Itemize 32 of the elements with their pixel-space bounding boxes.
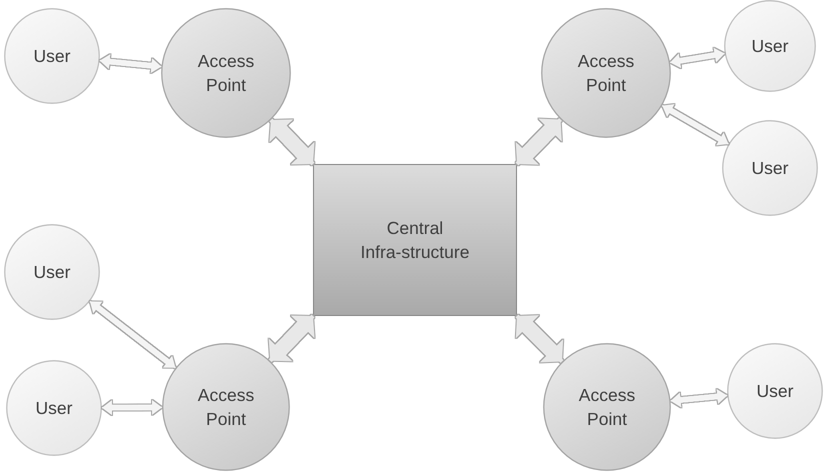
circle-node: [6, 360, 102, 456]
double-arrow: [268, 314, 314, 362]
double-arrow: [670, 48, 725, 68]
double-arrow: [516, 314, 564, 363]
double-arrow: [670, 389, 728, 408]
node-label: Access Point: [576, 50, 636, 97]
rectangle-node: [313, 164, 517, 316]
node-label: User: [750, 157, 790, 180]
circle-node: [541, 8, 671, 138]
node-label: User: [34, 397, 74, 420]
circle-node: [4, 224, 100, 320]
double-arrow: [100, 54, 162, 73]
node-label: User: [32, 45, 72, 68]
node-label: User: [756, 380, 794, 403]
circle-node: [727, 343, 823, 439]
node-label: Access Point: [196, 50, 256, 97]
node-label: User: [750, 35, 790, 58]
double-arrow: [89, 300, 176, 368]
circle-node: [724, 0, 816, 92]
node-label: Central Infra-structure: [360, 217, 470, 264]
node-label: Access Point: [578, 384, 636, 431]
circle-node: [4, 8, 100, 104]
double-arrow: [269, 118, 314, 166]
circle-node: [543, 343, 671, 471]
circle-node: [161, 8, 291, 138]
node-label: Access Point: [196, 384, 256, 431]
circle-node: [162, 343, 290, 471]
double-arrow: [102, 400, 162, 415]
node-label: User: [32, 261, 72, 284]
double-arrow: [662, 104, 729, 146]
circle-node: [722, 120, 818, 216]
double-arrow: [516, 118, 562, 166]
